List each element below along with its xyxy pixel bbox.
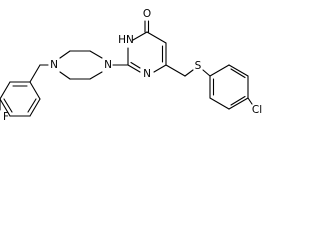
bond-clph-in-1 — [230, 68, 246, 79]
bond-fph-in-3 — [27, 98, 37, 113]
bond-pip-3 — [59, 50, 71, 59]
bond-fph-1 — [29, 64, 41, 83]
bond-fph-7 — [29, 81, 41, 100]
bond-c6-ch2 — [165, 64, 186, 77]
atom-n-piperazine-2: N — [50, 59, 58, 71]
atom-oxygen: O — [143, 8, 151, 20]
bond-clph-in-2 — [230, 95, 246, 106]
atom-fluorine: F — [3, 111, 9, 123]
atom-sulfur: S — [195, 60, 202, 72]
bond-fph-in-2 — [3, 98, 13, 113]
bond-ch2-s — [184, 69, 194, 77]
bond-clph-2 — [228, 64, 249, 77]
bond-clph-1 — [209, 64, 230, 77]
atom-n-piperazine-1: N — [104, 59, 112, 71]
bond-n1-c2 — [127, 64, 141, 73]
bond-fph-3 — [0, 81, 11, 100]
bond-pip-6 — [89, 71, 103, 80]
bond-clph-5 — [209, 97, 230, 110]
atom-labels: O HN N N N S F Cl — [3, 8, 262, 123]
bond-n1-c2-inner — [130, 61, 141, 69]
chemical-structure: O HN N N N S F Cl — [0, 8, 262, 123]
bond-pip-4 — [59, 71, 71, 80]
bond-pip-1 — [89, 50, 103, 59]
bond-s-ar — [202, 69, 211, 77]
bond-fph-6 — [29, 98, 41, 117]
bond-c4-c5 — [146, 31, 167, 44]
bond-fph-4 — [0, 98, 11, 117]
atom-nh: HN — [118, 34, 134, 46]
atom-n-pyrimidine: N — [143, 68, 151, 80]
bond-clph-cl — [247, 97, 253, 105]
atom-chlorine: Cl — [252, 104, 262, 116]
bond-c4-n3 — [132, 31, 148, 41]
bond-c6-n1 — [153, 64, 167, 73]
bonds — [0, 20, 253, 117]
bond-clph-4 — [228, 97, 249, 110]
